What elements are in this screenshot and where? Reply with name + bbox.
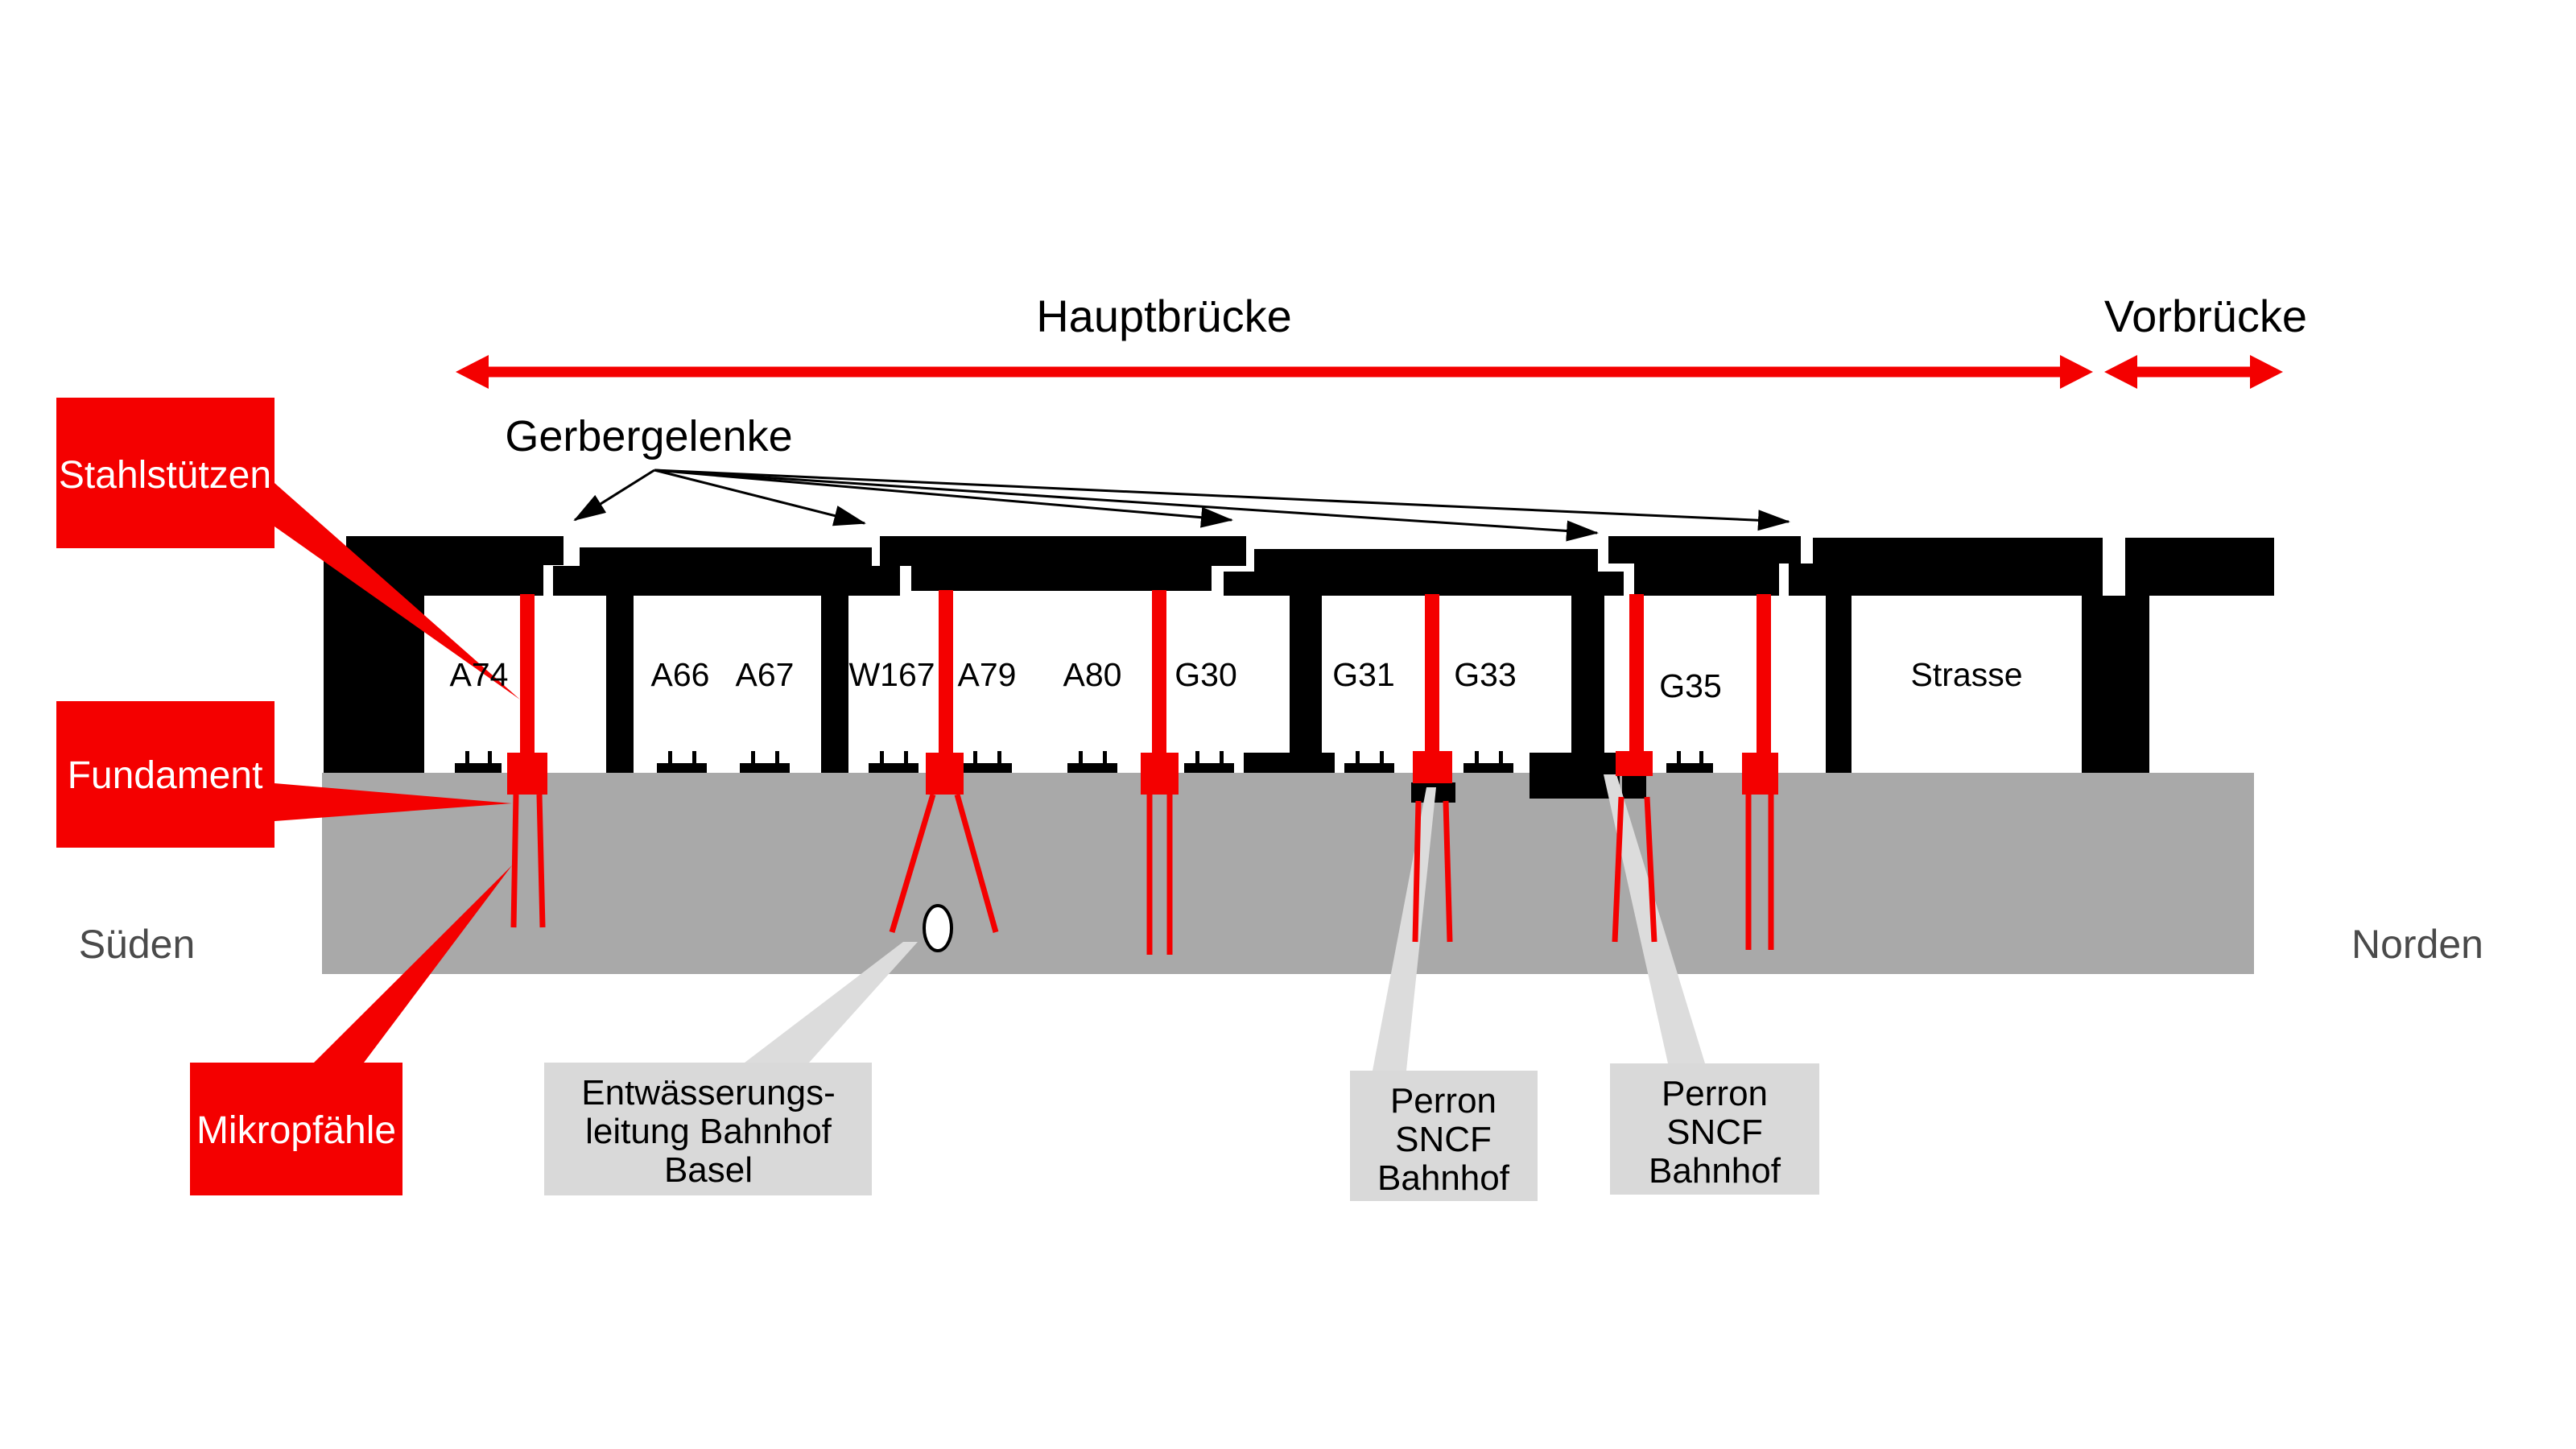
pier-label-g33: G33 xyxy=(1454,656,1517,693)
pier-label-a74: A74 xyxy=(450,656,509,693)
arrowhead-left xyxy=(2104,355,2137,389)
drainage-pipe-ellipse xyxy=(923,904,953,952)
main-bridge-span-arrow xyxy=(456,355,2093,389)
deck-segment xyxy=(553,547,900,596)
fore-bridge-deck xyxy=(2125,538,2274,596)
main-bridge-title: Hauptbrücke xyxy=(1036,291,1292,341)
foundation-callout-wedge xyxy=(275,783,512,821)
perron1-line-1: Perron xyxy=(1390,1081,1496,1121)
gerber-arrow xyxy=(654,469,866,526)
steel-columns-group xyxy=(507,590,1778,955)
foundation-block xyxy=(507,753,547,795)
bench-mark xyxy=(1463,751,1513,773)
bench-mark xyxy=(869,751,919,773)
gerber-arrow xyxy=(654,469,1599,542)
pier xyxy=(1571,596,1604,773)
foundation-block xyxy=(1742,753,1778,795)
ground-band xyxy=(322,773,2254,974)
deck-segment xyxy=(424,536,564,596)
pier-label-g30: G30 xyxy=(1174,656,1237,693)
steel-column xyxy=(520,594,535,767)
gerber-arrow xyxy=(654,469,1233,528)
compass-south: Süden xyxy=(79,922,196,967)
pier-label-g31: G31 xyxy=(1332,656,1395,693)
bench-mark xyxy=(455,751,502,773)
drainage-label-box: Entwässerungs- leitung Bahnhof Basel xyxy=(544,1063,872,1195)
steel-columns-label-box: Stahlstützen xyxy=(56,398,275,548)
fore-bridge-span-arrow xyxy=(2104,355,2283,389)
steel-column xyxy=(1629,594,1644,763)
steel-column xyxy=(1152,590,1166,767)
steel-column xyxy=(1425,594,1439,763)
foundation-block xyxy=(926,753,964,795)
foundation-block xyxy=(1413,751,1452,783)
arrowhead-right xyxy=(2250,355,2283,389)
gerber-joint-arrows xyxy=(573,469,1790,542)
bench-mark xyxy=(1666,751,1713,773)
perron2-line-3: Bahnhof xyxy=(1649,1151,1781,1191)
drainage-line-2: leitung Bahnhof xyxy=(585,1112,832,1151)
drainage-line-1: Entwässerungs- xyxy=(581,1073,835,1113)
micropiles-label: Mikropfähle xyxy=(196,1109,396,1152)
drainage-line-3: Basel xyxy=(664,1150,753,1190)
steel-columns-label: Stahlstützen xyxy=(59,454,271,497)
perron2-line-2: SNCF xyxy=(1666,1113,1763,1152)
bench-mark xyxy=(1067,751,1117,773)
foundation-label: Fundament xyxy=(68,754,263,797)
perron-label-box-1: Perron SNCF Bahnhof xyxy=(1350,1071,1538,1201)
arrowhead-left xyxy=(456,355,489,389)
pier xyxy=(1290,596,1322,773)
pier xyxy=(606,596,634,773)
foundation-subblock xyxy=(1622,775,1646,799)
perron-callout-funnel xyxy=(1373,787,1436,1071)
perron-label-box-2: Perron SNCF Bahnhof xyxy=(1610,1063,1819,1195)
span-label-strasse: Strasse xyxy=(1911,656,2023,693)
pier-label-a80: A80 xyxy=(1063,656,1122,693)
gerber-arrow xyxy=(654,469,1790,531)
compass-north: Norden xyxy=(2351,922,2483,967)
perron1-line-2: SNCF xyxy=(1395,1120,1492,1159)
concrete-piers xyxy=(606,596,2149,799)
micropiles-callout-wedge xyxy=(314,865,512,1063)
fore-bridge-title: Vorbrücke xyxy=(2104,291,2307,341)
pier-label-w167: W167 xyxy=(848,656,935,693)
steel-column xyxy=(939,590,953,767)
steel-columns-callout-wedge xyxy=(275,483,520,700)
foundation-block xyxy=(1141,753,1179,795)
pier-wide xyxy=(2082,596,2149,773)
pier-label-a79: A79 xyxy=(958,656,1017,693)
foundation-label-box: Fundament xyxy=(56,701,275,848)
micropiles xyxy=(510,793,1774,955)
deck-segment xyxy=(1789,538,2103,596)
deck-segment xyxy=(1224,549,1624,596)
bench-mark xyxy=(657,751,707,773)
existing-foundation-marks xyxy=(455,751,1713,773)
deck-segment xyxy=(880,536,1246,591)
bench-mark xyxy=(1184,751,1234,773)
pier xyxy=(1826,596,1852,773)
bench-mark xyxy=(962,751,1012,773)
gerber-arrow xyxy=(573,469,655,522)
micropiles-label-box: Mikropfähle xyxy=(190,1063,402,1195)
bench-mark xyxy=(740,751,790,773)
foundation-block xyxy=(1616,751,1653,776)
deck-segment xyxy=(1608,536,1801,596)
perron2-line-1: Perron xyxy=(1662,1074,1768,1113)
pier-labels: A74 A66 A67 W167 A79 A80 G30 G31 G33 G35… xyxy=(450,656,2023,704)
steel-column xyxy=(1757,594,1771,763)
pier-label-a66: A66 xyxy=(651,656,710,693)
bridge-deck xyxy=(324,536,2274,773)
pier-label-g35: G35 xyxy=(1659,667,1722,704)
arrowhead-right xyxy=(2060,355,2093,389)
perron1-line-3: Bahnhof xyxy=(1377,1158,1510,1198)
bench-mark xyxy=(1344,751,1394,773)
drainage-callout-funnel xyxy=(745,942,918,1063)
pier-label-a67: A67 xyxy=(736,656,795,693)
gerber-joints-title: Gerbergelenke xyxy=(505,412,792,460)
pier xyxy=(821,596,848,773)
